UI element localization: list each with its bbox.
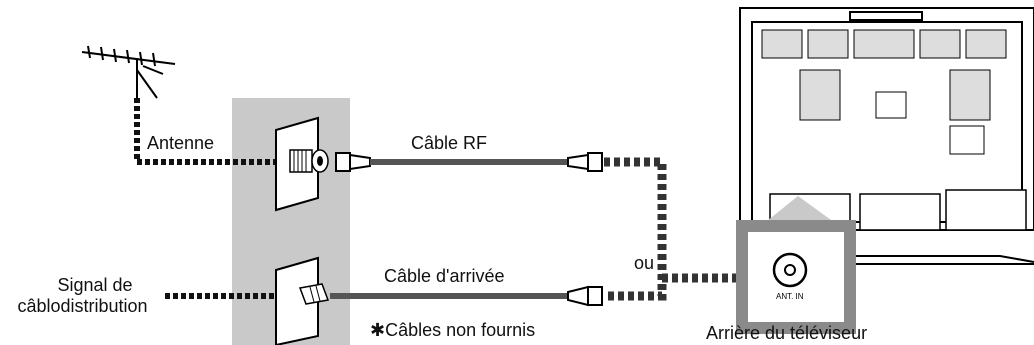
antenna-label: Antenne	[147, 133, 215, 153]
wall-outlet-cable	[275, 256, 330, 345]
antenna-signal-line	[134, 98, 280, 165]
antenna-icon	[81, 45, 176, 99]
input-cable	[330, 285, 603, 307]
input-cable-label: Câble d'arrivée	[384, 266, 505, 286]
rf-cable	[335, 152, 603, 172]
rf-cable-label: Câble RF	[411, 133, 488, 153]
ant-in-port-icon	[772, 252, 808, 288]
wall-outlet-antenna	[275, 116, 329, 212]
tv-rear-label: Arrière du téléviseur	[706, 323, 868, 343]
callout-pointer	[762, 196, 838, 225]
cable-signal-label-line1: Signal de	[57, 275, 133, 295]
or-label: ou	[634, 253, 655, 273]
cable-signal-label-line2: câblodistribution	[17, 296, 148, 316]
tv-connection-line	[604, 157, 740, 301]
not-supplied-note: ✱Câbles non fournis	[370, 320, 536, 340]
ant-in-label: ANT. IN	[776, 292, 804, 301]
tv-rear-icon	[739, 7, 1034, 265]
